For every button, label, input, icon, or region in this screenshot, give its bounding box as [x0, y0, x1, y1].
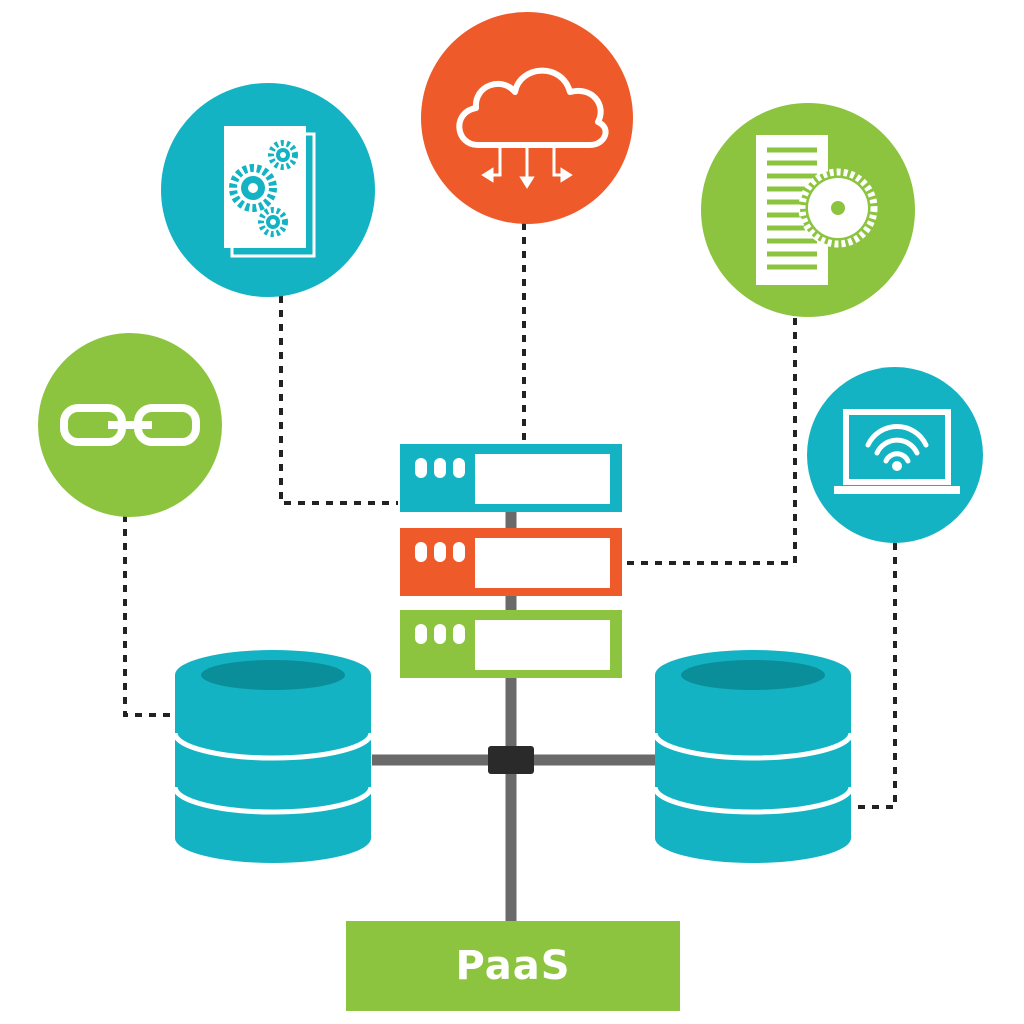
laptop-wifi-icon	[834, 409, 960, 494]
chain-link-icon	[60, 404, 200, 446]
document-gears-node	[161, 83, 375, 297]
document-gears-icon	[224, 126, 316, 258]
server-stack	[400, 444, 622, 678]
dotted-connectors	[123, 223, 897, 809]
left-database-icon	[172, 650, 374, 863]
connector-link	[123, 515, 175, 717]
paas-platform-label: PaaS	[346, 921, 680, 1011]
server-unit-middle	[400, 528, 622, 596]
paas-label: PaaS	[455, 943, 571, 989]
connector-document	[279, 296, 398, 505]
download-arrows-icon	[481, 145, 573, 189]
laptop-wifi-node	[807, 367, 983, 543]
server-unit-top	[400, 444, 622, 512]
cloud-download-icon	[456, 67, 609, 148]
network-hub	[488, 746, 534, 774]
server-unit-bottom	[400, 610, 622, 678]
server-gear-icon	[756, 135, 878, 285]
connector-server-config	[625, 318, 797, 565]
right-database-icon	[652, 650, 854, 863]
server-config-node	[701, 103, 915, 317]
connector-laptop	[855, 543, 897, 809]
cloud-node	[421, 12, 633, 224]
link-node	[38, 333, 222, 517]
